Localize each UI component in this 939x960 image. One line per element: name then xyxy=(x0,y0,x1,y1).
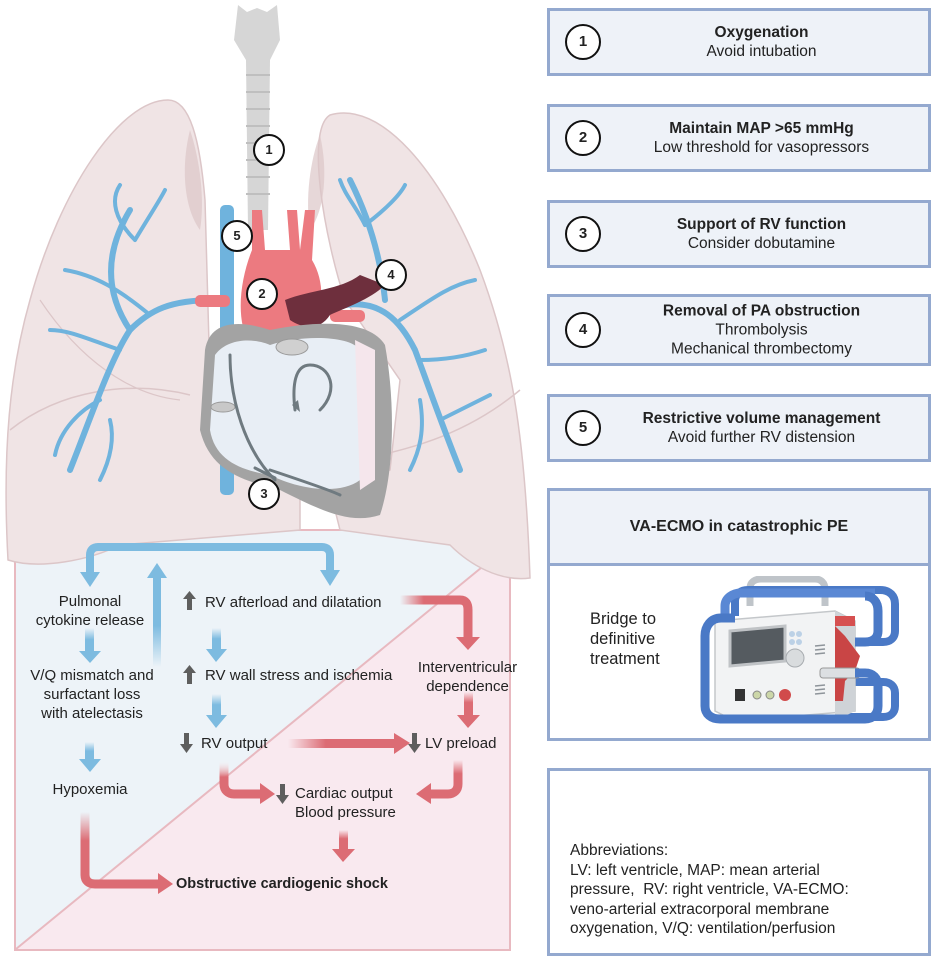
pathophysiology-illustration xyxy=(5,5,531,951)
interventricular-dependence: Interventricular dependence xyxy=(417,659,518,695)
intervention-box-3: 3 Support of RV function Consider dobuta… xyxy=(547,200,931,268)
intervention-detail: Consider dobutamine xyxy=(687,235,836,252)
flow-arrows-red xyxy=(80,595,480,894)
cardiac-output-blood-pressure: Cardiac output Blood pressure xyxy=(295,785,396,821)
obstructive-cardiogenic-shock: Obstructive cardiogenic shock xyxy=(176,876,388,892)
pulmonal-cytokine-release: Pulmonal cytokine release xyxy=(35,593,145,629)
down-trend-icon xyxy=(276,784,289,804)
abbreviation-line: oxygenation, V/Q: ventilation/perfusion xyxy=(570,920,836,937)
abbreviation-line: pressure, RV: right ventricle, VA-ECMO: xyxy=(570,881,849,898)
bracket-arrow xyxy=(86,543,334,578)
arrowhead xyxy=(80,572,100,587)
abbreviations-panel: Abbreviations: LV: left ventricle, MAP: … xyxy=(547,768,931,956)
hypoxemia: Hypoxemia xyxy=(52,781,128,798)
abbreviations-heading: Abbreviations: xyxy=(570,842,669,859)
intervention-detail: Mechanical thrombectomy xyxy=(671,340,852,358)
intervention-title: Restrictive volume management xyxy=(642,410,881,427)
number-badge: 4 xyxy=(565,312,601,348)
rv-output: RV output xyxy=(201,735,268,752)
ecmo-panel: VA-ECMO in catastrophic PE Bridge to def… xyxy=(547,488,931,741)
number-badge: 3 xyxy=(565,216,601,252)
trend-arrows xyxy=(180,591,421,804)
trachea xyxy=(234,5,280,230)
number-badge: 1 xyxy=(565,24,601,60)
intervention-box-2: 2 Maintain MAP >65 mmHg Low threshold fo… xyxy=(547,104,931,172)
down-trend-icon xyxy=(408,733,421,753)
pulmonary-vessels xyxy=(48,177,492,482)
intervention-title: Support of RV function xyxy=(676,216,847,233)
lv-preload: LV preload xyxy=(425,735,497,752)
anatomy-marker-1: 1 xyxy=(253,134,285,166)
heart xyxy=(195,205,392,519)
intervention-box-5: 5 Restrictive volume management Avoid fu… xyxy=(547,394,931,462)
intervention-title: Oxygenation xyxy=(714,24,809,41)
intervention-detail: Avoid intubation xyxy=(706,43,817,60)
anatomy-marker-4: 4 xyxy=(375,259,407,291)
down-trend-icon xyxy=(180,733,193,753)
intervention-detail: Thrombolysis xyxy=(715,321,808,339)
number-badge: 2 xyxy=(565,120,601,156)
abbreviation-line: LV: left ventricle, MAP: mean arterial xyxy=(570,861,820,879)
ecmo-caption: Bridge to definitive treatment xyxy=(590,610,660,668)
intervention-box-1: 1 Oxygenation Avoid intubation xyxy=(547,8,931,76)
ecmo-device-icon xyxy=(700,576,899,724)
intervention-title: Maintain MAP >65 mmHg xyxy=(669,120,854,137)
rv-wall-stress: RV wall stress and ischemia xyxy=(205,667,393,684)
intervention-box-4: 4 Removal of PA obstruction Thrombolysis… xyxy=(547,294,931,366)
intervention-detail: Avoid further RV distension xyxy=(667,429,856,446)
flow-arrows-blue xyxy=(79,543,340,772)
ecmo-title: VA-ECMO in catastrophic PE xyxy=(550,491,928,566)
thrombus xyxy=(285,275,385,327)
anatomy-marker-5: 5 xyxy=(221,220,253,252)
anatomy-marker-2: 2 xyxy=(246,278,278,310)
abbreviation-line: veno-arterial extracorporal membrane xyxy=(570,900,830,918)
rv-afterload: RV afterload and dilatation xyxy=(205,594,382,611)
up-trend-icon xyxy=(183,665,196,684)
number-badge: 5 xyxy=(565,410,601,446)
anatomy-marker-3: 3 xyxy=(248,478,280,510)
vq-mismatch: V/Q mismatch and surfactant loss with at… xyxy=(30,667,154,722)
up-arrowhead xyxy=(147,563,167,578)
intervention-detail: Low threshold for vasopressors xyxy=(653,139,870,156)
intervention-title: Removal of PA obstruction xyxy=(662,302,861,320)
arrowhead xyxy=(320,570,340,586)
up-trend-icon xyxy=(183,591,196,610)
